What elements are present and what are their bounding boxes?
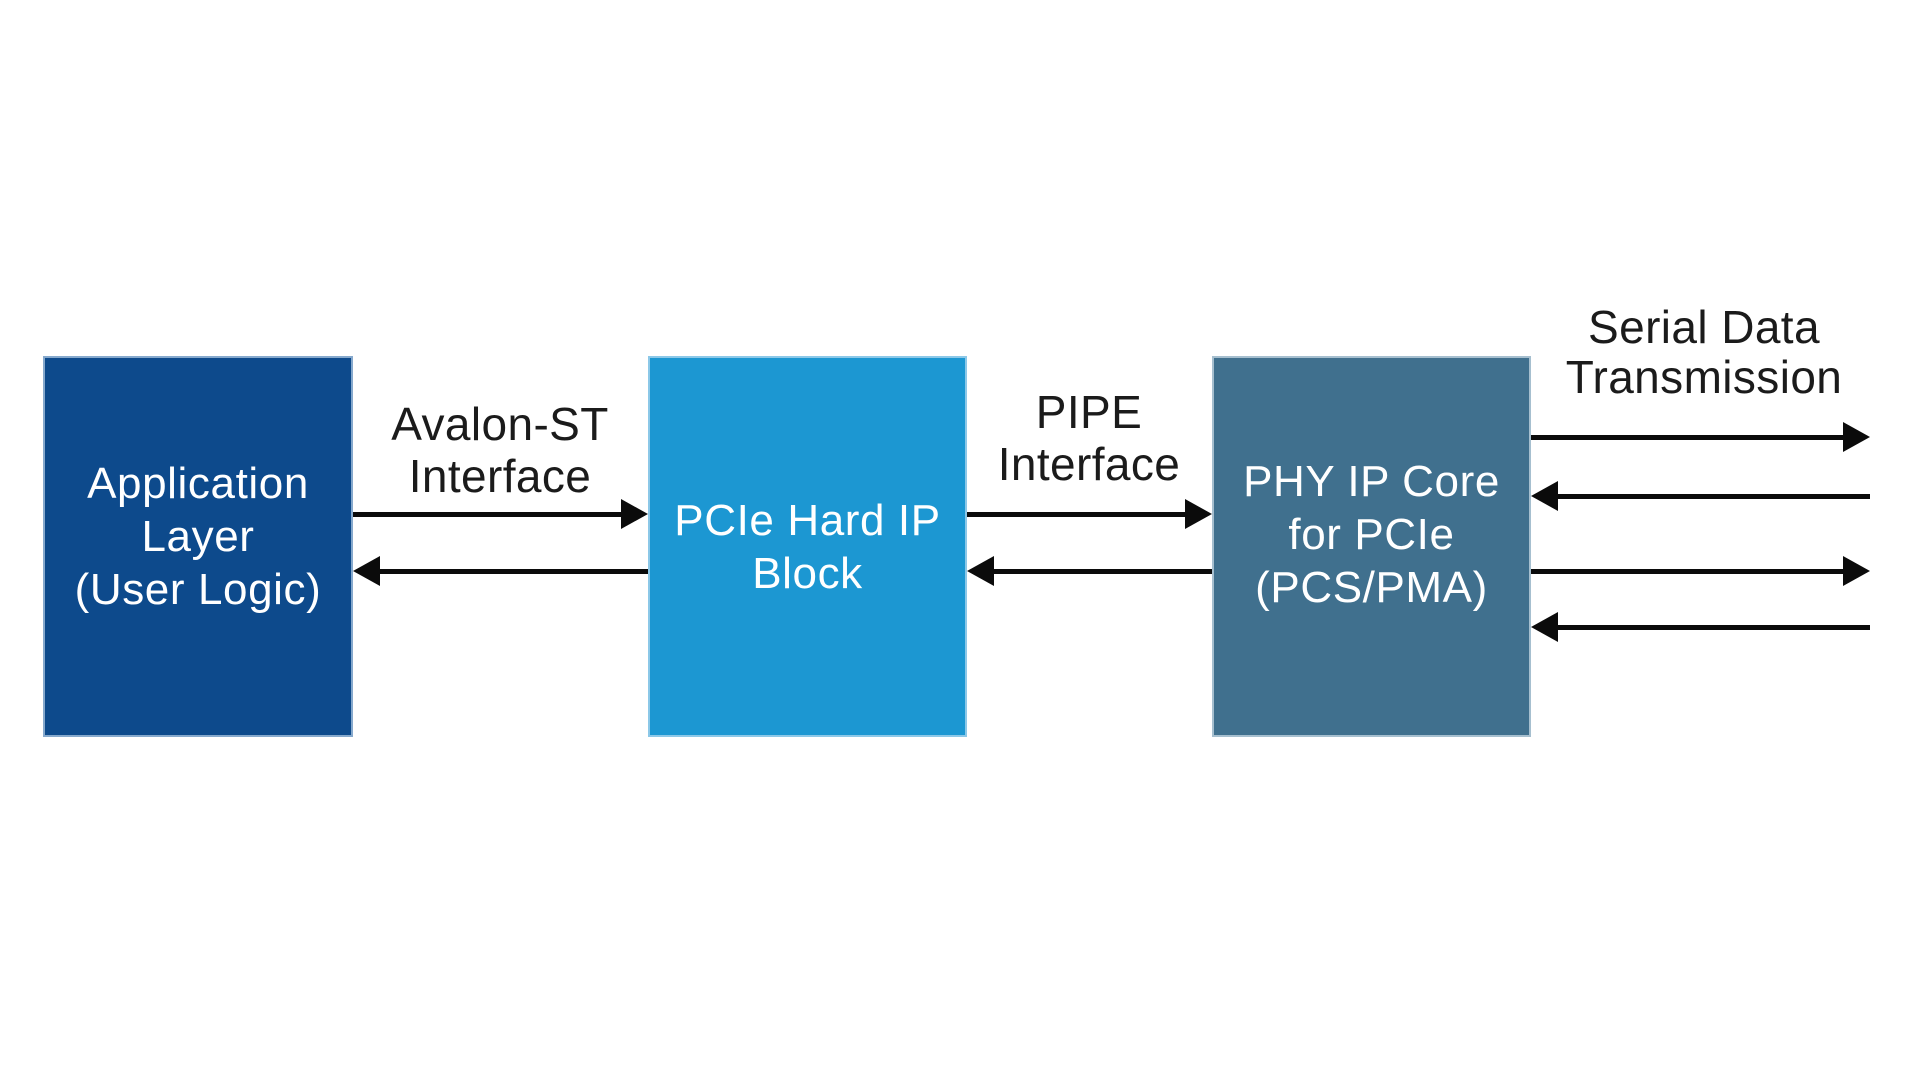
block-phy-ip-core-text: PHY IP Core for PCIe (PCS/PMA) <box>1243 455 1500 638</box>
label-line: Interface <box>997 438 1181 490</box>
arrow-shaft <box>353 512 623 517</box>
block-pcie-hard-ip: PCIe Hard IP Block <box>648 356 967 737</box>
arrowhead-left-icon <box>353 556 380 586</box>
label-line: Transmission <box>1565 351 1843 403</box>
arrow-shaft <box>1531 569 1844 574</box>
label-line: Serial Data <box>1588 301 1820 353</box>
block-line: PCIe Hard IP <box>674 495 941 545</box>
arrow-shaft <box>378 569 648 574</box>
serial-data-transmission-label: Serial Data Transmission <box>1504 302 1904 402</box>
arrowhead-right-icon <box>1185 499 1212 529</box>
block-line: (User Logic) <box>74 565 322 614</box>
arrowhead-left-icon <box>1531 612 1558 642</box>
block-line: Application <box>87 459 309 508</box>
arrowhead-right-icon <box>1843 556 1870 586</box>
arrowhead-right-icon <box>621 499 648 529</box>
block-application-layer: Application Layer (User Logic) <box>43 356 353 737</box>
arrow-shaft <box>1556 625 1870 630</box>
block-line: for PCIe <box>1288 510 1455 559</box>
arrowhead-left-icon <box>967 556 994 586</box>
arrow-shaft <box>967 512 1186 517</box>
block-pcie-hard-ip-text: PCIe Hard IP Block <box>674 494 940 600</box>
label-line: PIPE <box>1035 386 1143 438</box>
arrowhead-left-icon <box>1531 481 1558 511</box>
block-phy-ip-core: PHY IP Core for PCIe (PCS/PMA) <box>1212 356 1531 737</box>
label-line: Avalon-ST <box>391 398 609 450</box>
block-line: Layer <box>141 512 255 561</box>
arrow-shaft <box>1556 494 1870 499</box>
block-line: PHY IP Core <box>1243 457 1500 506</box>
block-line: Block <box>752 548 863 598</box>
arrowhead-right-icon <box>1843 422 1870 452</box>
pipe-interface-label: PIPE Interface <box>939 386 1239 490</box>
block-line: (PCS/PMA) <box>1255 563 1488 612</box>
arrow-shaft <box>1531 435 1844 440</box>
label-line: Interface <box>408 450 592 502</box>
arrow-shaft <box>992 569 1212 574</box>
avalon-st-interface-label: Avalon-ST Interface <box>350 398 650 502</box>
block-application-layer-text: Application Layer (User Logic) <box>75 457 322 636</box>
